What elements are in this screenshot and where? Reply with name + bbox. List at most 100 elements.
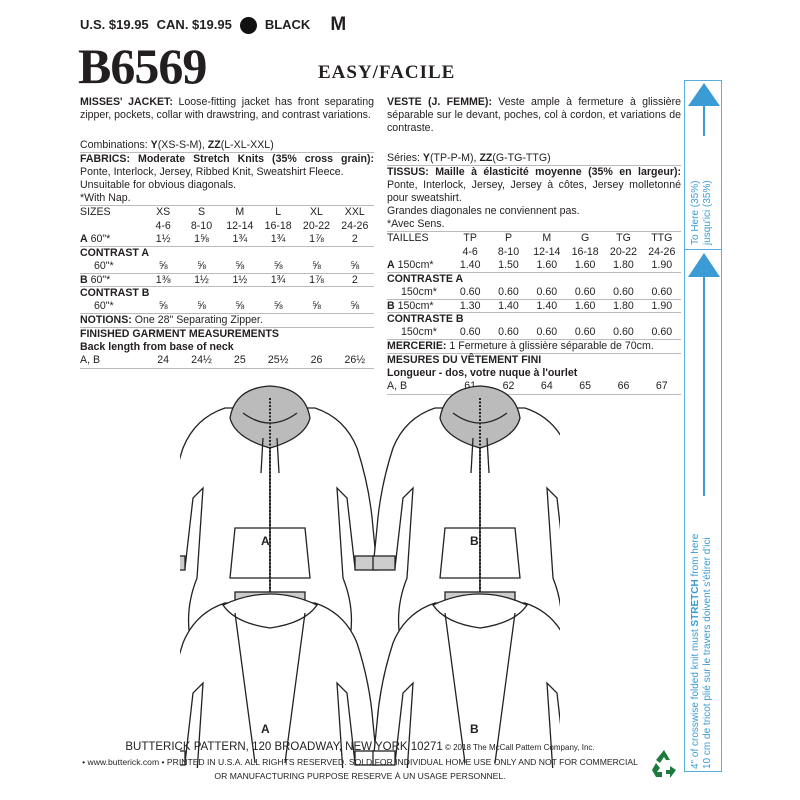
yardage-value: 1.90 [651,258,673,271]
description: VESTE (J. FEMME): Veste ample à fermetur… [387,96,681,135]
yardage-value: 1.80 [613,299,634,312]
combinations-label: Séries: [387,152,423,164]
view-fabric-width: B 150cm* [387,300,451,313]
nap-note: *Avec Sens. [387,218,445,230]
fabrics-title: TISSUS: Maille à élasticité moyenne (35%… [387,166,681,178]
finished-value: 67 [655,380,668,393]
recycle-icon [652,750,676,778]
nap-note: *With Nap. [80,192,131,204]
notions-text: 1 Fermeture à glissière séparable de 70c… [446,340,654,353]
size-number-3: 16-18 [571,245,599,258]
combo-y: Y [422,152,430,164]
fabrics-text: Ponte, Interlock, Jersey, Ribbed Knit, S… [80,166,344,178]
unsuitable-note: Unsuitable for obvious diagonals. [80,179,237,191]
yardage-value: 1.40 [498,299,519,312]
sizes-label: TAILLES [387,232,429,245]
back-length-label: Back length from base of neck [80,341,234,354]
contrast-heading: CONTRAST B [80,286,374,299]
size-2: M [542,232,552,245]
yardage-value: 0.60 [459,325,481,338]
yardage-value: ⅝ [312,259,321,272]
yardage-value: 1.50 [498,258,519,271]
size-number-5: 24-26 [341,219,369,232]
notions-title: NOTIONS: [80,314,132,327]
size-number-2: 12-14 [533,245,561,258]
notions-title: MERCERIE: [387,340,447,353]
yardage-value: 1½ [232,273,248,286]
yardage-value: 2 [351,273,358,286]
fabrics-title: FABRICS: Moderate Stretch Knits (35% cro… [80,153,374,165]
yardage-value: 1.40 [536,299,558,312]
yardage-value: ⅝ [273,259,283,272]
size-2: M [235,206,245,219]
gauge-divider [685,249,721,250]
fabrics: TISSUS: Maille à élasticité moyenne (35%… [387,165,681,205]
combo-zz: ZZ [207,139,221,151]
size-number-0: 4-6 [155,219,171,232]
pattern-number: B6569 [78,38,207,94]
combo-zz: ZZ [479,152,493,164]
yardage-value: 0.60 [536,285,558,298]
size-code: M [330,14,347,35]
view-label: A [80,232,88,245]
finished-value: 62 [502,380,515,393]
notions: NOTIONS: One 28" Separating Zipper. [80,313,374,327]
notions: MERCERIE: 1 Fermeture à glissière sépara… [387,339,681,353]
footer-rights-fr: OR MANUFACTURING PURPOSE RESERVE À UN US… [214,771,506,781]
yardage-value: ⅝ [273,299,283,312]
yardage-value: 1¾ [232,232,248,245]
yardage-value: 1.60 [574,299,596,312]
yardage-value: ⅝ [158,259,168,272]
finished-measurements-title: FINISHED GARMENT MEASUREMENTS [80,327,374,341]
finished-value: 24 [157,354,170,367]
can-price: CAN. $19.95 [156,17,232,32]
size-0: XS [156,206,171,219]
yardage-value: ⅝ [197,299,206,312]
combinations-label: Combinations: [80,139,151,151]
jacket-illustrations [180,385,560,768]
yardage-value: 0.60 [498,325,519,338]
back-length-label: Longueur - dos, votre nuque à l'ourlet [387,367,578,380]
french-column: VESTE (J. FEMME): Veste ample à fermetur… [387,96,681,395]
us-price: U.S. $19.95 [80,17,149,32]
yardage-value: 1¾ [270,232,286,245]
contrast-heading: CONTRASTE A [387,272,681,285]
fabric-width: 60"* [94,299,114,312]
yardage-value: ⅝ [197,259,206,272]
yardage-value: 0.60 [651,285,673,298]
view-label: A [387,258,395,271]
view-ab-label: A, B [387,380,408,393]
view-label-back-b: B [470,722,479,736]
yardage-value: 1½ [194,273,209,286]
size-number-5: 24-26 [648,245,676,258]
description-title: MISSES' JACKET: [80,96,173,108]
combo-zz-sizes: (G-TG-TTG) [492,152,551,164]
yardage-value: ⅝ [312,299,321,312]
english-column: MISSES' JACKET: Loose-fitting jacket has… [80,96,374,369]
yardage-value: 1.60 [574,258,596,271]
contrast-heading: CONTRAST A [80,246,374,259]
finished-value: 64 [540,380,553,393]
combo-zz-sizes: (L-XL-XXL) [220,139,274,151]
finished-value: 25 [233,354,246,367]
size-number-4: 20-22 [609,245,638,258]
difficulty-label: EASY/FACILE [318,62,456,83]
fabrics: FABRICS: Moderate Stretch Knits (35% cro… [80,152,374,179]
yardage-value: 1⅜ [155,273,171,286]
size-number-4: 20-22 [302,219,331,232]
spacer [387,135,681,152]
finished-value: 65 [579,380,592,393]
view-fabric-width: A 60"* [80,233,144,246]
yardage-value: 0.60 [498,285,519,298]
yardage-value: 2 [351,232,358,245]
